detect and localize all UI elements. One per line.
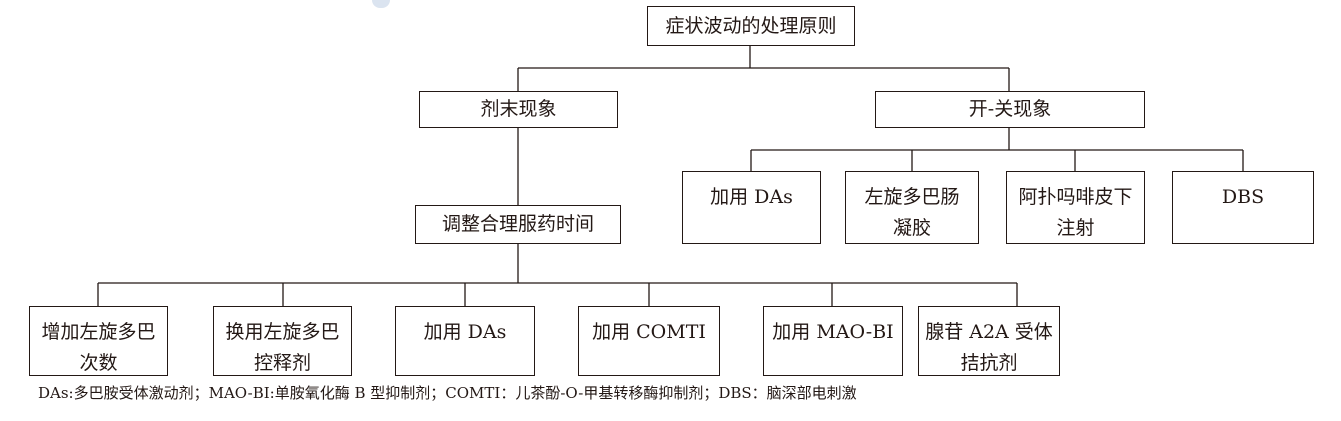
child-line: 次数	[79, 352, 118, 374]
child-line: 加用 DAs	[710, 186, 793, 208]
on-off-child-das: 加用 DAs	[682, 171, 821, 244]
child-line: 控释剂	[253, 352, 311, 374]
child-line: 增加左旋多巴	[41, 321, 156, 343]
on-off-node: 开-关现象	[875, 91, 1145, 128]
wearing-off-child-controlled-release: 换用左旋多巴 控释剂	[213, 306, 352, 376]
child-line: 换用左旋多巴	[225, 321, 340, 343]
root-label: 症状波动的处理原则	[665, 14, 837, 37]
child-line: 拮抗剂	[960, 352, 1018, 374]
child-line: 凝胶	[892, 217, 931, 239]
child-line: DBS	[1221, 186, 1265, 208]
on-off-child-levodopa-gel: 左旋多巴肠 凝胶	[845, 171, 979, 244]
on-off-label: 开-关现象	[968, 98, 1052, 120]
child-line: 注射	[1056, 217, 1095, 239]
adjust-dosing-time-node: 调整合理服药时间	[415, 205, 621, 244]
on-off-child-apomorphine: 阿扑吗啡皮下 注射	[1006, 171, 1145, 244]
wearing-off-child-a2a-antagonist: 腺苷 A2A 受体 拮抗剂	[918, 306, 1060, 376]
abbreviation-footnote: DAs:多巴胺受体激动剂；MAO-BI:单胺氧化酶 B 型抑制剂；COMTI：儿…	[38, 384, 857, 402]
wearing-off-node: 剂末现象	[419, 91, 618, 128]
watermark-mark	[372, 0, 390, 8]
child-line: 腺苷 A2A 受体	[925, 321, 1053, 343]
wearing-off-child-mao-bi: 加用 MAO-BI	[763, 306, 903, 376]
on-off-child-dbs: DBS	[1172, 171, 1314, 244]
child-line: 阿扑吗啡皮下	[1018, 186, 1133, 208]
wearing-off-label: 剂末现象	[480, 98, 557, 120]
child-line: 加用 DAs	[423, 321, 507, 343]
wearing-off-child-das: 加用 DAs	[395, 306, 535, 376]
root-node: 症状波动的处理原则	[647, 6, 855, 46]
child-line: 加用 COMTI	[592, 321, 706, 343]
child-line: 左旋多巴肠	[864, 186, 960, 208]
wearing-off-child-comti: 加用 COMTI	[578, 306, 720, 376]
adjust-dosing-time-label: 调整合理服药时间	[441, 213, 594, 235]
wearing-off-child-increase-levodopa: 增加左旋多巴 次数	[29, 306, 168, 376]
child-line: 加用 MAO-BI	[772, 321, 894, 343]
